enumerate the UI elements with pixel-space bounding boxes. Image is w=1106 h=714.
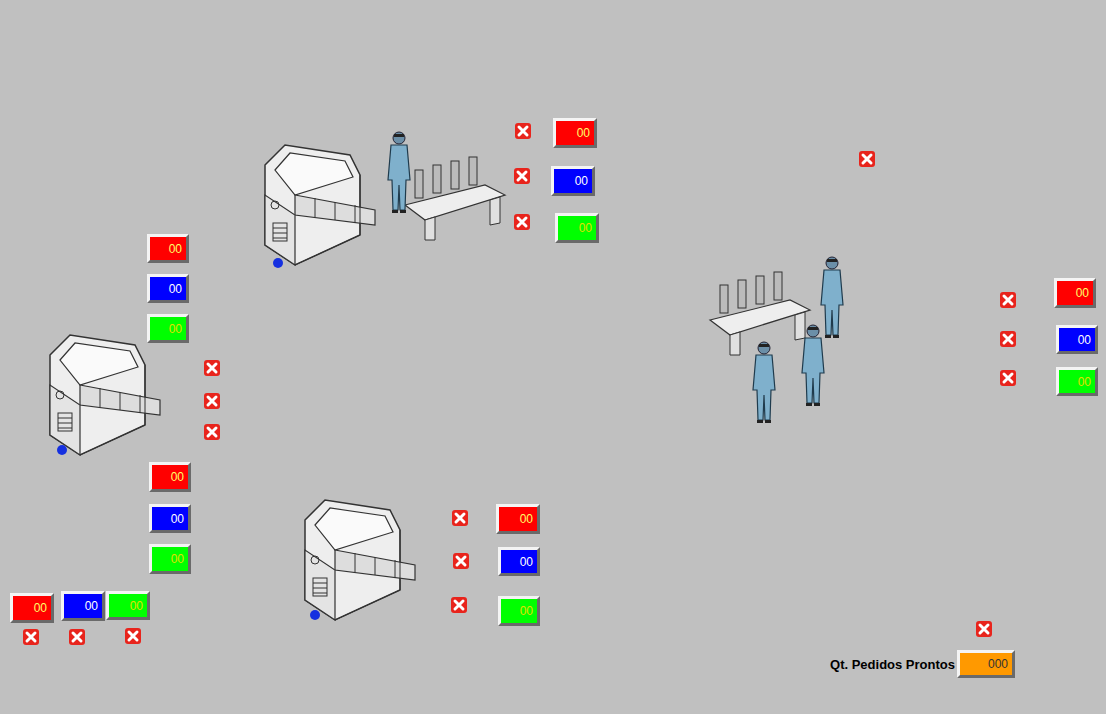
status-dots: [57, 258, 320, 620]
drill-bench: [405, 157, 505, 240]
counter-value: 00: [171, 470, 184, 484]
counter-value: 00: [171, 552, 184, 566]
counter-value: 00: [520, 512, 533, 526]
counter-value: 00: [169, 242, 182, 256]
counter-box: 00: [1054, 278, 1096, 308]
counter-box: 00: [498, 596, 540, 626]
counter-box: 00: [555, 213, 599, 243]
counter-box: 00: [61, 591, 105, 621]
counter-box: 00: [147, 274, 189, 303]
counter-value: 00: [520, 555, 533, 569]
counter-value: 00: [169, 282, 182, 296]
counter-box: 00: [496, 504, 540, 534]
counter-box: 00: [147, 234, 189, 263]
counter-box: 00: [147, 314, 189, 343]
counter-value: 00: [169, 322, 182, 336]
counter-value: 00: [579, 221, 592, 235]
counter-value: 00: [85, 599, 98, 613]
counter-box: 00: [149, 462, 191, 492]
status-icons: [23, 123, 1016, 645]
counter-caption: Qt. Pedidos Prontos: [830, 657, 955, 672]
counter-value: 00: [34, 601, 47, 615]
saw-machine: [305, 500, 415, 620]
worker-figure: [753, 342, 775, 423]
counter-value: 00: [520, 604, 533, 618]
drill-bench: [710, 272, 810, 355]
counter-box: 00: [1056, 325, 1098, 354]
saw-machine: [265, 145, 375, 265]
counter-box: 00: [553, 118, 597, 148]
counter-value: 00: [130, 599, 143, 613]
counter-box: Qt. Pedidos Prontos000: [957, 650, 1015, 678]
counter-value: 00: [1078, 375, 1091, 389]
counter-box: 00: [498, 547, 540, 576]
counter-box: 00: [106, 591, 150, 620]
counter-value: 00: [577, 126, 590, 140]
counter-box: 00: [149, 504, 191, 533]
counter-value: 00: [171, 512, 184, 526]
counter-box: 00: [551, 166, 595, 196]
worker-figure: [802, 325, 824, 406]
saw-machine: [50, 335, 160, 455]
counter-box: 00: [1056, 367, 1098, 396]
counter-box: 00: [10, 593, 54, 623]
counter-value: 00: [1076, 286, 1089, 300]
worker-figure: [388, 132, 410, 213]
counter-value: 00: [575, 174, 588, 188]
counter-value: 00: [1078, 333, 1091, 347]
counter-value: 000: [988, 657, 1008, 671]
worker-figure: [821, 257, 843, 338]
counter-box: 00: [149, 544, 191, 574]
